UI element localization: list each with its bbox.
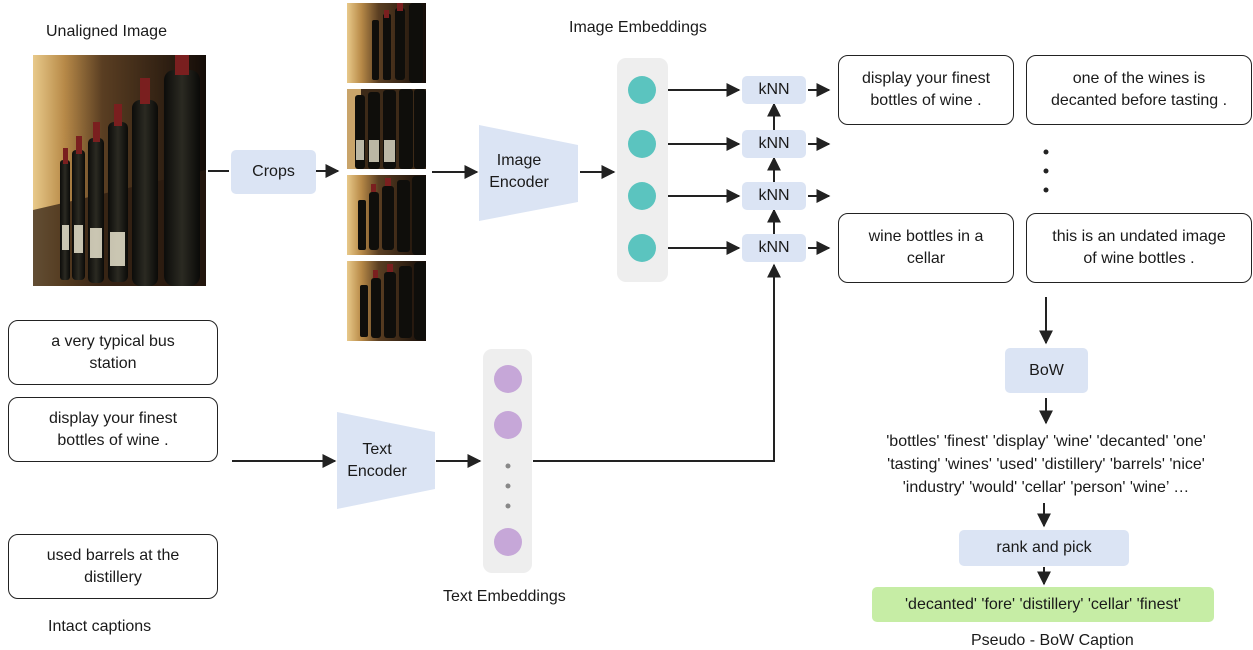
image-encoder-shape xyxy=(479,125,578,221)
retrieved-caption-text: one of the wines is decanted before tast… xyxy=(1050,70,1228,109)
intact-caption-text: used barrels at the distillery xyxy=(46,546,180,586)
image-encoder-label: Image Encoder xyxy=(489,152,549,191)
text-embeddings-column xyxy=(483,349,532,573)
image-embeddings-label: Image Embeddings xyxy=(569,19,707,36)
crop-image-3 xyxy=(347,175,426,255)
crop-thumbnails xyxy=(347,3,426,341)
rank-and-pick-block: rank and pick xyxy=(959,530,1129,566)
retrieved-caption-box: display your finest bottles of wine . xyxy=(838,55,1014,125)
crop-image-4 xyxy=(347,261,426,341)
text-embedding-dot xyxy=(494,528,522,556)
image-embedding-dot xyxy=(628,234,656,262)
knn-block: kNN xyxy=(742,130,806,158)
bow-word-line: 'bottles' 'finest' 'display' 'wine' 'dec… xyxy=(886,433,1206,450)
ellipsis-dot xyxy=(505,463,511,469)
text-encoder-shape xyxy=(337,412,435,509)
retrieved-caption-box: one of the wines is decanted before tast… xyxy=(1026,55,1252,125)
text-encoder-label: Text Encoder xyxy=(347,441,407,480)
ellipsis-dot xyxy=(505,503,511,509)
retrieved-caption-text: wine bottles in a cellar xyxy=(868,228,984,267)
intact-caption-box: used barrels at the distillery xyxy=(8,534,218,599)
intact-caption-text: a very typical bus station xyxy=(51,332,175,372)
pseudo-bow-caption-result: 'decanted' 'fore' 'distillery' 'cellar' … xyxy=(872,587,1214,622)
knn-block: kNN xyxy=(742,182,806,210)
bow-word-line: 'industry' 'would' 'cellar' 'person' 'wi… xyxy=(902,479,1190,496)
retrieved-caption-box: this is an undated image of wine bottles… xyxy=(1026,213,1252,283)
image-embedding-dot xyxy=(628,182,656,210)
text-embedding-dot xyxy=(494,365,522,393)
pseudo-caption-label: Pseudo - BoW Caption xyxy=(971,632,1134,649)
intact-caption-box: a very typical bus station xyxy=(8,320,218,385)
knn-block: kNN xyxy=(742,76,806,104)
crops-block: Crops xyxy=(231,150,316,194)
arrows xyxy=(208,83,1053,586)
ellipsis-dot xyxy=(505,483,511,489)
text-embeddings-label: Text Embeddings xyxy=(443,588,566,605)
knn-block: kNN xyxy=(742,234,806,262)
image-embeddings-column xyxy=(617,58,668,282)
retrieved-caption-text: display your finest bottles of wine . xyxy=(861,70,991,109)
text-embedding-dots xyxy=(494,365,522,556)
unaligned-image xyxy=(33,55,206,286)
retrieved-caption-text: this is an undated image of wine bottles… xyxy=(1052,228,1226,267)
image-embedding-dot xyxy=(628,130,656,158)
intact-captions-label: Intact captions xyxy=(48,618,152,635)
unaligned-image-label: Unaligned Image xyxy=(46,23,167,40)
crop-image-2 xyxy=(347,89,426,169)
retrieved-caption-box: wine bottles in a cellar xyxy=(838,213,1014,283)
retrieved-ellipsis xyxy=(1043,149,1049,193)
bow-word-line: 'tasting' 'wines' 'used' 'distillery' 'b… xyxy=(887,456,1205,473)
intact-caption-text: display your finest bottles of wine . xyxy=(48,409,178,449)
image-embedding-dot xyxy=(628,76,656,104)
image-embedding-dots xyxy=(628,76,656,262)
crop-image-1 xyxy=(347,3,426,83)
text-embedding-dot xyxy=(494,411,522,439)
intact-caption-box: display your finest bottles of wine . xyxy=(8,397,218,462)
bow-word-list: 'bottles' 'finest' 'display' 'wine' 'dec… xyxy=(836,430,1253,499)
bow-block: BoW xyxy=(1005,348,1088,393)
